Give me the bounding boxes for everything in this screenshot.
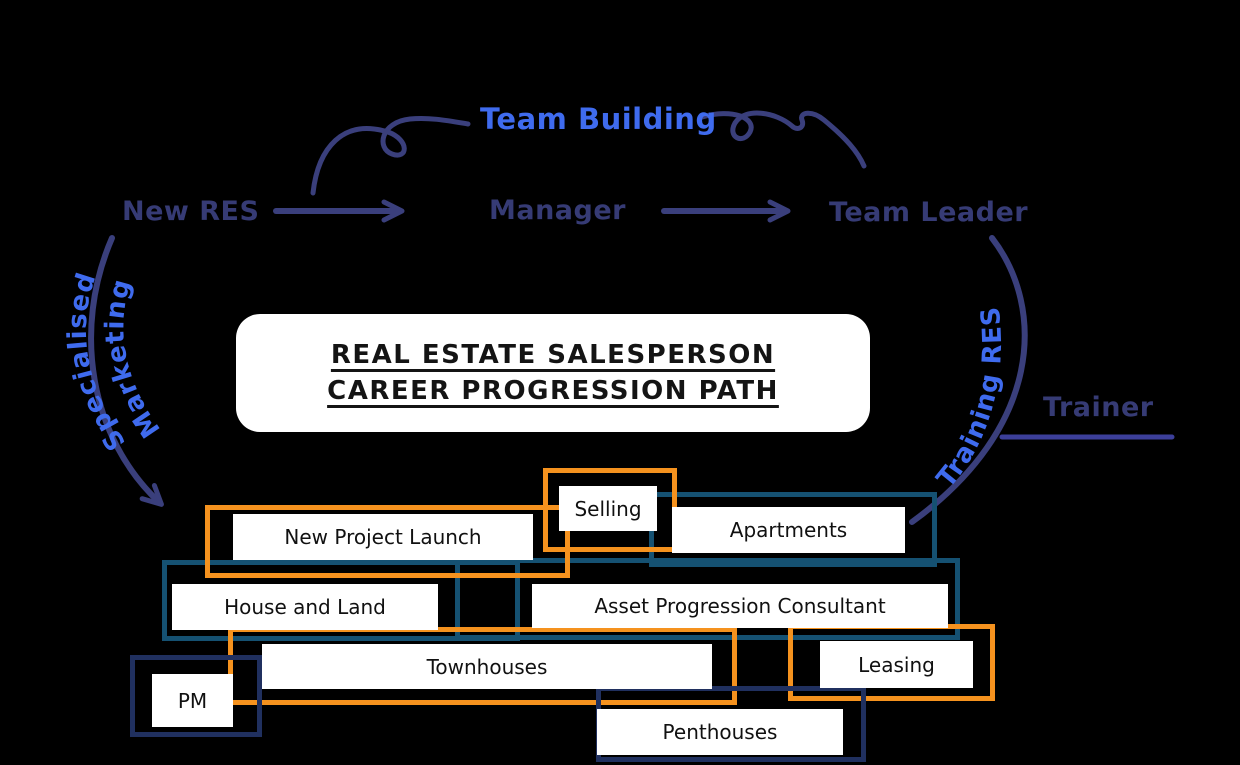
- team-leader-label: Team Leader: [829, 197, 1029, 228]
- asset-progression-consultant-label: Asset Progression Consultant: [532, 584, 948, 628]
- manager-label: Manager: [489, 195, 626, 226]
- asset-progression-box-outline: [455, 558, 960, 640]
- team-building-squiggle-left: [310, 116, 471, 196]
- apartments-label: Apartments: [672, 507, 905, 553]
- house-and-land-label: House and Land: [172, 584, 438, 630]
- team-building-squiggle-right: [699, 110, 867, 169]
- selling-label: Selling: [559, 486, 657, 531]
- title-box: REAL ESTATE SALESPERSON CAREER PROGRESSI…: [236, 314, 870, 432]
- right-arc-line: [909, 235, 1028, 525]
- team-building-label: Team Building: [480, 102, 717, 136]
- training-res-label: Training RES: [931, 304, 1008, 493]
- townhouses-box-outline: [228, 627, 737, 705]
- title-line-1: REAL ESTATE SALESPERSON: [330, 340, 776, 370]
- title-line-2: CAREER PROGRESSION PATH: [327, 376, 779, 406]
- penthouses-label: Penthouses: [597, 709, 843, 755]
- new-project-launch-label: New Project Launch: [233, 514, 533, 560]
- pm-box-outline: [130, 655, 262, 737]
- pm-label: PM: [152, 674, 233, 727]
- trainer-label: Trainer: [1043, 392, 1154, 423]
- new-project-launch-box-outline: [205, 505, 570, 578]
- house-and-land-box-outline: [162, 560, 520, 641]
- left-arc-line: [88, 235, 164, 507]
- leasing-label: Leasing: [820, 641, 973, 688]
- townhouses-label: Townhouses: [262, 644, 712, 689]
- new-res-label: New RES: [122, 196, 260, 227]
